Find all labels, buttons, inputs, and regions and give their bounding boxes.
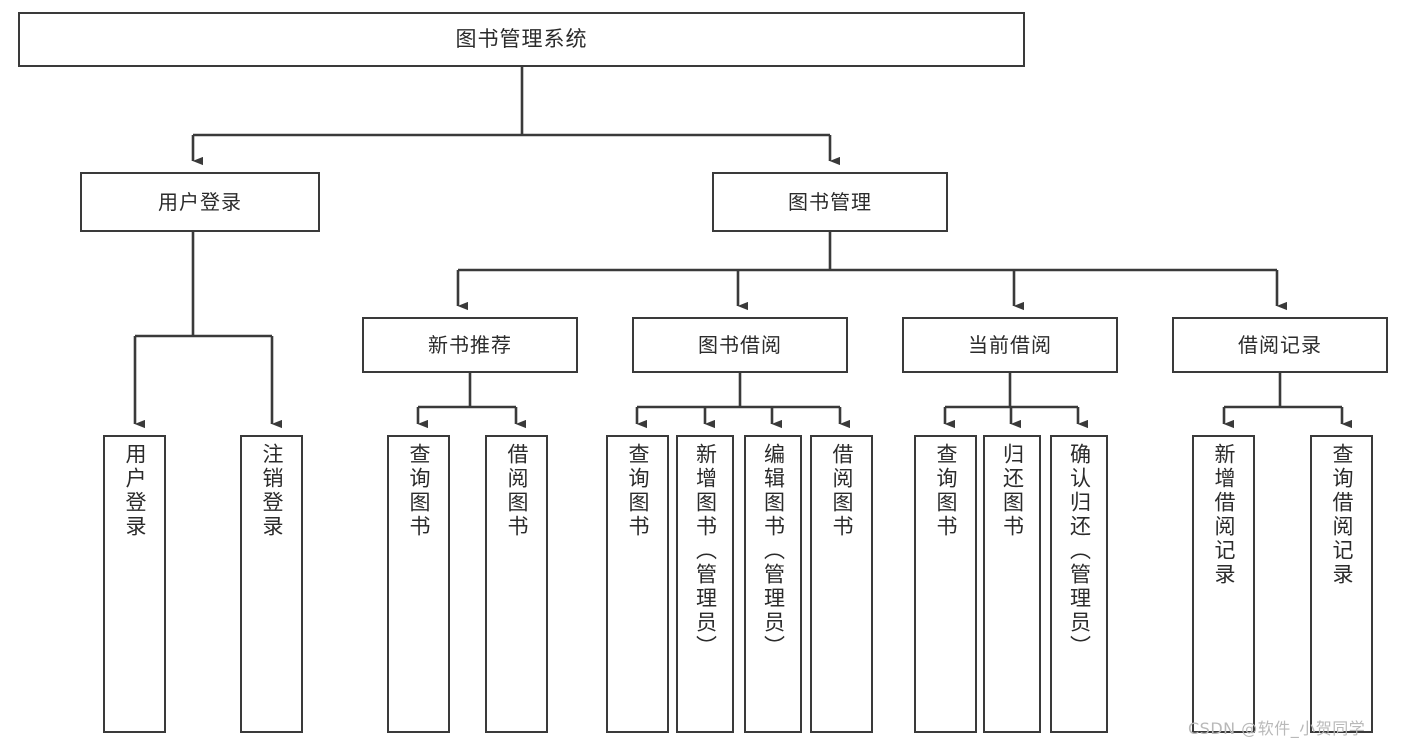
csdn-watermark: CSDN @软件_小贺同学: [1188, 719, 1366, 738]
node-label: 用户登录: [123, 443, 147, 539]
node-new-book-recommendation[interactable]: 新书推荐: [362, 317, 578, 373]
node-label: 图书管理: [788, 189, 872, 214]
node-label: 新增借阅记录: [1212, 443, 1236, 587]
node-label: 确认归还（管理员）: [1067, 443, 1092, 659]
node-label: 用户登录: [158, 189, 242, 214]
node-label: 借阅图书: [505, 443, 529, 539]
node-leaf-query-book-borrowing[interactable]: 查询图书: [606, 435, 669, 733]
node-book-borrowing[interactable]: 图书借阅: [632, 317, 848, 373]
node-leaf-edit-book-admin[interactable]: 编辑图书（管理员）: [744, 435, 802, 733]
node-leaf-confirm-return-admin[interactable]: 确认归还（管理员）: [1050, 435, 1108, 733]
node-label: 图书管理系统: [455, 26, 588, 51]
node-leaf-user-login[interactable]: 用户登录: [103, 435, 166, 733]
node-book-management[interactable]: 图书管理: [712, 172, 948, 232]
node-label: 借阅图书: [830, 443, 854, 539]
node-leaf-borrow-book-borrowing[interactable]: 借阅图书: [810, 435, 873, 733]
node-label: 归还图书: [1000, 443, 1025, 539]
node-label: 编辑图书（管理员）: [761, 443, 786, 659]
node-label: 查询图书: [934, 443, 958, 539]
node-user-login[interactable]: 用户登录: [80, 172, 320, 232]
node-leaf-logout[interactable]: 注销登录: [240, 435, 303, 733]
node-label: 新增图书（管理员）: [693, 443, 718, 659]
node-leaf-return-book[interactable]: 归还图书: [983, 435, 1041, 733]
node-label: 图书借阅: [698, 332, 782, 357]
node-label: 借阅记录: [1238, 332, 1322, 357]
node-label: 查询图书: [626, 443, 650, 539]
node-label: 查询借阅记录: [1330, 443, 1354, 587]
node-label: 新书推荐: [428, 332, 512, 357]
node-leaf-query-book-newbook[interactable]: 查询图书: [387, 435, 450, 733]
node-leaf-query-borrow-record[interactable]: 查询借阅记录: [1310, 435, 1373, 733]
node-leaf-add-borrow-record[interactable]: 新增借阅记录: [1192, 435, 1255, 733]
node-leaf-add-book-admin[interactable]: 新增图书（管理员）: [676, 435, 734, 733]
node-label: 查询图书: [407, 443, 431, 539]
node-current-borrowing[interactable]: 当前借阅: [902, 317, 1118, 373]
node-root-book-management-system[interactable]: 图书管理系统: [18, 12, 1025, 67]
node-borrowing-record[interactable]: 借阅记录: [1172, 317, 1388, 373]
node-leaf-query-book-current[interactable]: 查询图书: [914, 435, 977, 733]
node-label: 注销登录: [260, 443, 284, 539]
node-leaf-borrow-book-newbook[interactable]: 借阅图书: [485, 435, 548, 733]
node-label: 当前借阅: [968, 332, 1052, 357]
